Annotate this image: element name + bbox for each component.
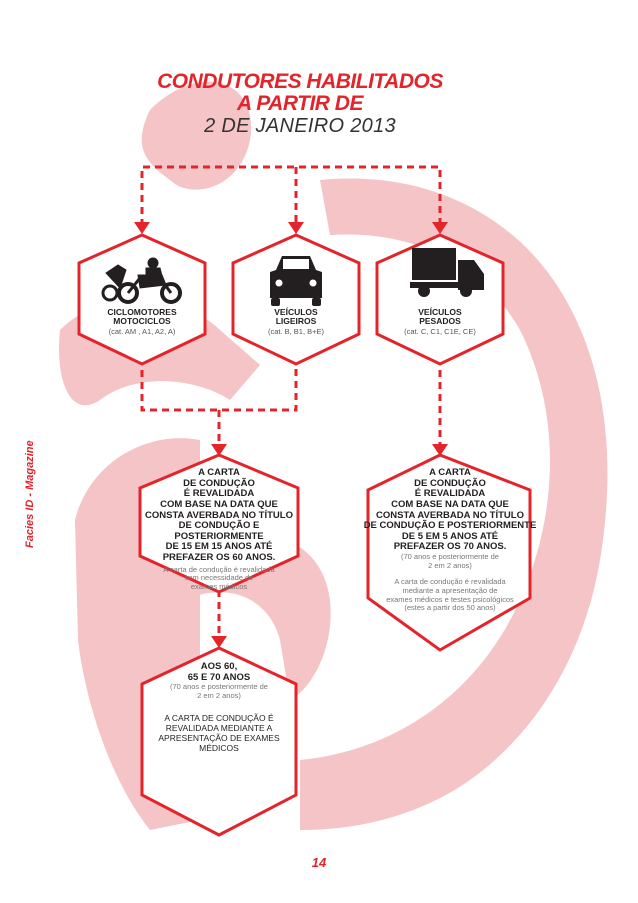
bottom-box-bold-0: AOS 60, [200,661,238,672]
right-box-small1-0: (70 anos e posteriormente de [401,552,499,561]
car-icon [270,256,322,306]
left-box-bold-2: É REVALIDADA [183,488,255,500]
right-box-text: A CARTA DE CONDUÇÃO É REVALIDADA COM BAS… [362,467,538,613]
bottom-box-normal-3: MÉDICOS [199,743,239,754]
hexagon-revalidation-70 [366,453,532,652]
right-box-bold-7: PREFAZER OS 70 ANOS. [393,541,507,553]
category-heavy-line1: VEÍCULOS [418,307,462,317]
hexagon-motorcycles [77,233,207,366]
category-motorcycles-cat: (cat. AM , A1, A2, A) [108,327,176,336]
hexagon-revalidation-60 [138,453,300,594]
bottom-box-normal-1: REVALIDADA MEDIANTE A [165,722,273,733]
category-heavy-line2: PESADOS [419,316,461,326]
left-box-bold-1: DE CONDUÇÃO [183,477,255,489]
right-box-bold-1: DE CONDUÇÃO [414,477,486,489]
bottom-box-bold-1: 65 E 70 ANOS [187,671,251,683]
bottom-box-small-0: (70 anos e posteriormente de [170,682,268,692]
motorcycle-icon [101,257,182,304]
left-box-bold-4: CONSTA AVERBADA NO TÍTULO [145,509,293,521]
bottom-box-text: AOS 60, 65 E 70 ANOS (70 anos e posterio… [144,661,294,754]
left-box-bold-7: DE 15 EM 15 ANOS ATÉ [165,541,273,553]
left-box-text: A CARTA DE CONDUÇÃO É REVALIDADA COM BAS… [139,467,299,592]
category-light-cat: (cat. B, B1, B+E) [267,327,325,336]
left-box-bold-8: PREFAZER OS 60 ANOS. [162,552,276,563]
hexagon-medical-exams [140,646,298,837]
category-light-line2: LIGEIROS [275,316,317,326]
hexagon-light-vehicles [231,233,361,366]
magazine-side-label: Facies ID - Magazine [24,440,36,548]
right-box-small1-1: 2 em 2 anos) [428,560,472,570]
right-box-bold-6: DE 5 EM 5 ANOS ATÉ [401,530,499,542]
left-box-bold-6: POSTERIORMENTE [174,530,264,542]
arrowheads [134,222,448,648]
left-box-bold-0: A CARTA [198,467,240,478]
category-motorcycles-line1: CICLOMOTORES [107,307,177,317]
bottom-box-normal-2: APRESENTAÇÃO DE EXAMES [158,732,280,743]
left-box-bold-3: COM BASE NA DATA QUE [160,498,278,510]
page-number: 14 [311,855,327,870]
page-title-line2: A PARTIR DE [237,92,363,115]
bottom-box-normal-0: A CARTA DE CONDUÇÃO É [164,712,274,723]
right-box-small2-1: mediante a apresentação de [402,585,498,595]
right-box-small2-2: exames médicos e testes psicológicos [386,594,514,604]
truck-icon [410,248,484,297]
right-box-bold-2: É REVALIDADA [414,488,486,500]
right-box-bold-0: A CARTA [429,467,471,478]
connector-lines [140,165,442,640]
right-box-bold-5: DE CONDUÇÃO E POSTERIORMENTE [363,520,537,532]
bottom-box-small-1: 2 em 2 anos) [197,690,241,700]
right-box-bold-3: COM BASE NA DATA QUE [391,498,509,510]
page-title-line1: CONDUTORES HABILITADOS [157,70,443,93]
category-motorcycles-line2: MOTOCICLOS [113,316,171,326]
right-box-small2-3: (estes a partir dos 50 anos) [404,603,496,613]
left-box-bold-5: DE CONDUÇÃO E [178,520,260,532]
right-box-small2-0: A carta de condução é revalidada [394,577,506,587]
left-box-small-2: exames médicos [190,581,248,591]
left-box-small-1: sem necessidade de [184,573,254,583]
category-light-line1: VEÍCULOS [274,307,318,317]
left-box-small-0: A carta de condução é revalidada [163,564,275,574]
category-heavy-cat: (cat. C, C1, C1E, CE) [404,327,476,336]
page-subtitle: 2 DE JANEIRO 2013 [204,115,396,137]
right-box-bold-4: CONSTA AVERBADA NO TÍTULO [376,509,524,521]
